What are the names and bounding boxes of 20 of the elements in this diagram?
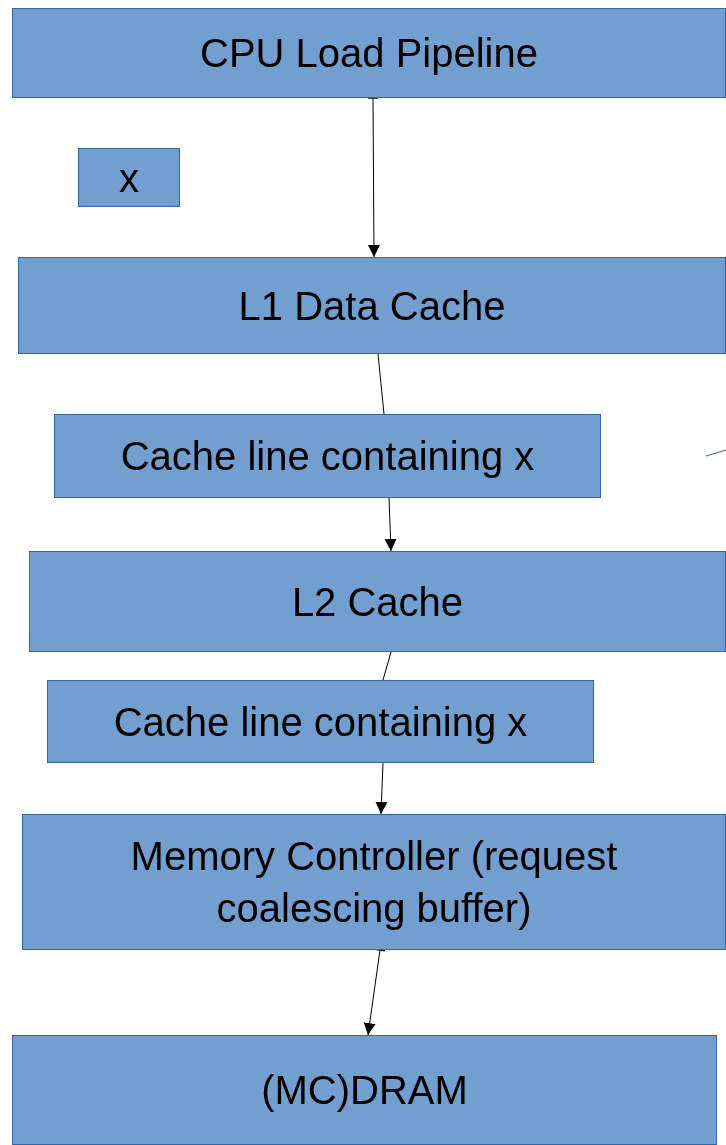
node-text: (MC)DRAM [260, 1067, 469, 1114]
node-text: x [118, 154, 140, 202]
node-text: Cache line containing x [112, 698, 529, 746]
arrow [375, 762, 388, 815]
node-text: L2 Cache [290, 578, 465, 626]
node-text: L1 Data Cache [237, 282, 507, 330]
variable-box [78, 148, 180, 207]
cache-box [18, 257, 726, 354]
node-text: Cache line containing x [119, 433, 536, 480]
cache-box [29, 551, 726, 652]
connector-line [382, 651, 392, 681]
memory-box [12, 1035, 717, 1145]
connector-line [377, 353, 385, 415]
node-text: CPU Load Pipeline [199, 30, 539, 77]
pipeline-box [12, 8, 726, 98]
node-text: Memory Controller (request coalescing buffer) [129, 833, 619, 932]
controller-box [22, 814, 726, 950]
arrow [384, 497, 397, 552]
arrow [367, 97, 380, 258]
arrow [363, 948, 386, 1036]
